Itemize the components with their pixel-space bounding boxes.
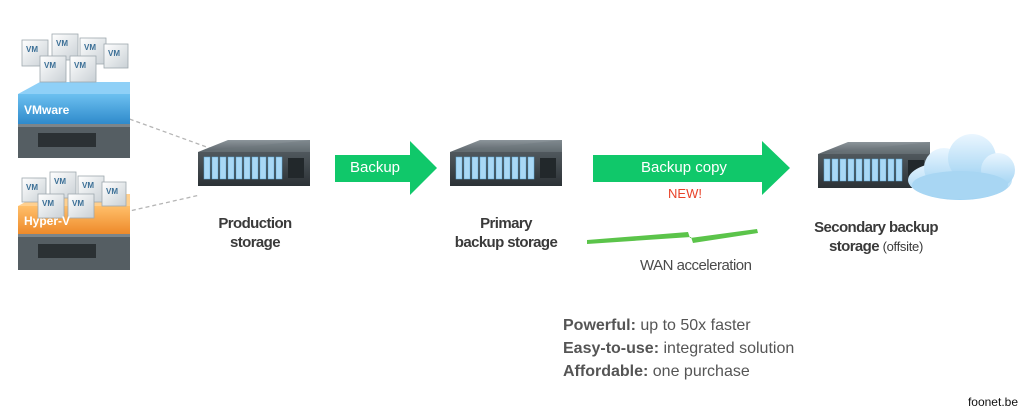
backup-arrow-label: Backup	[349, 159, 401, 176]
label-line: Production	[218, 215, 292, 232]
backup-copy-arrow	[593, 141, 790, 195]
watermark: foonet.be	[967, 395, 1018, 409]
label-line: backup storage	[454, 234, 558, 251]
feature-title: Affordable:	[563, 363, 649, 380]
connector-vmware	[109, 111, 216, 151]
feature-item: Affordable: one purchase	[563, 360, 794, 383]
label-line: Secondary backup	[814, 219, 938, 236]
wan-lightning-icon	[587, 229, 758, 244]
feature-text: up to 50x faster	[640, 317, 751, 334]
primary-backup-storage-icon	[449, 139, 563, 187]
label-suffix: (offsite)	[882, 239, 924, 254]
vm-label: VM	[56, 39, 68, 48]
production-storage-label: Production storage	[190, 214, 320, 252]
vm-label: VM	[108, 49, 120, 58]
label-line-main: storage	[829, 238, 880, 255]
vm-label: VM	[54, 177, 66, 186]
wan-acceleration-label: WAN acceleration	[640, 257, 752, 274]
vm-label: VM	[84, 43, 96, 52]
feature-title: Easy-to-use:	[563, 340, 660, 357]
new-badge: NEW!	[668, 186, 702, 201]
vm-label: VM	[106, 187, 118, 196]
backup-copy-arrow-label: Backup copy	[641, 159, 727, 176]
primary-backup-storage-label: Primary backup storage	[436, 214, 576, 252]
vmware-label: VMware	[24, 103, 70, 117]
secondary-backup-storage-label: Secondary backup storage (offsite)	[796, 218, 956, 256]
label-line: Primary	[480, 215, 532, 232]
label-line: storage	[230, 234, 281, 251]
hyperv-host-icon: VM VM VM VM VM VM Hyper-V	[18, 171, 130, 270]
vmware-host-icon: VM VM VM VM VM VM VMware	[18, 33, 130, 158]
feature-item: Easy-to-use: integrated solution	[563, 337, 794, 360]
production-storage-icon	[197, 139, 311, 187]
vm-label: VM	[44, 61, 56, 70]
feature-item: Powerful: up to 50x faster	[563, 314, 794, 337]
feature-text: integrated solution	[663, 340, 795, 357]
vm-label: VM	[42, 199, 54, 208]
feature-text: one purchase	[652, 363, 750, 380]
features-list: Powerful: up to 50x faster Easy-to-use: …	[563, 314, 794, 383]
vm-label: VM	[26, 45, 38, 54]
vm-label: VM	[82, 181, 94, 190]
vm-label: VM	[74, 61, 86, 70]
hyperv-label: Hyper-V	[24, 214, 70, 228]
vm-label: VM	[26, 183, 38, 192]
vm-label: VM	[72, 199, 84, 208]
feature-title: Powerful:	[563, 317, 636, 334]
label-line: storage (offsite)	[796, 237, 956, 256]
connector-hyperv	[124, 194, 201, 213]
cloud-icon	[908, 134, 1015, 200]
backup-arrow	[335, 141, 437, 195]
